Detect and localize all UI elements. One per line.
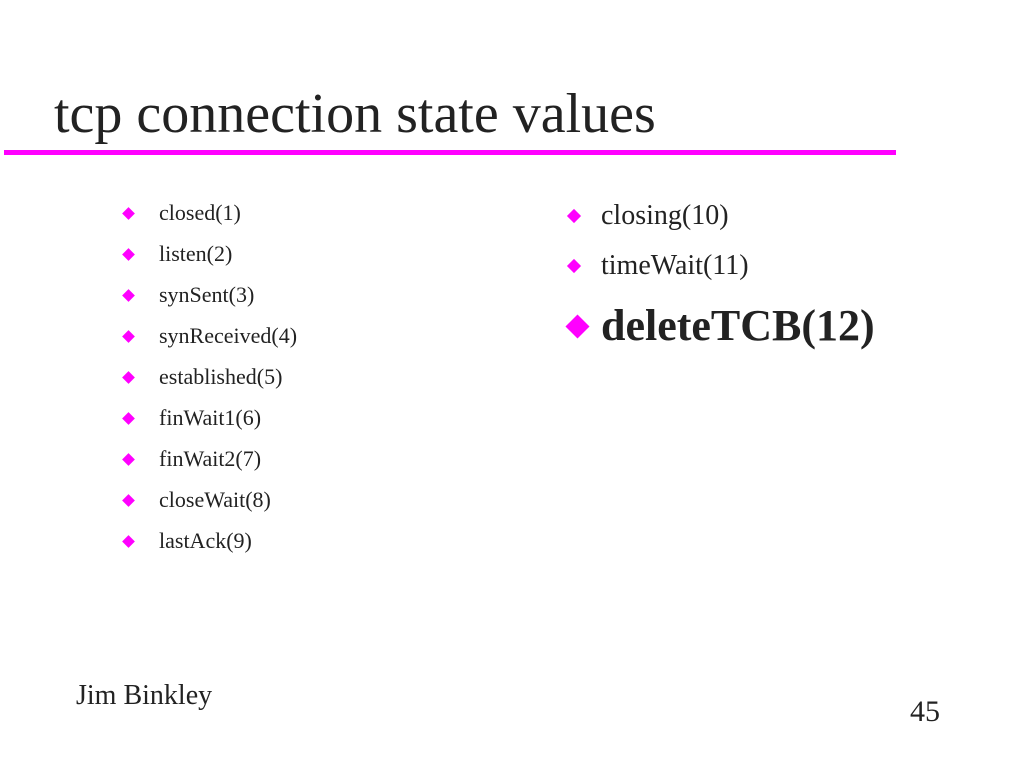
diamond-bullet-icon bbox=[566, 208, 582, 224]
list-item-label: closeWait(8) bbox=[159, 487, 271, 512]
list-item-label: listen(2) bbox=[159, 241, 233, 266]
diamond-bullet-icon bbox=[566, 258, 582, 274]
list-item-label: closing(10) bbox=[601, 200, 729, 231]
title-underline bbox=[4, 150, 896, 155]
footer-author: Jim Binkley bbox=[76, 680, 213, 711]
slide-title: tcp connection state values bbox=[54, 83, 656, 145]
diamond-bullet-icon bbox=[122, 289, 135, 302]
list-item-label: closed(1) bbox=[159, 200, 241, 225]
diamond-bullet-icon bbox=[122, 494, 135, 507]
diamond-bullet-icon bbox=[565, 314, 590, 339]
list-item-label: lastAck(9) bbox=[159, 528, 252, 553]
diamond-bullet-icon bbox=[122, 371, 135, 384]
diamond-bullet-icon bbox=[122, 330, 135, 343]
diamond-bullet-icon bbox=[122, 207, 135, 220]
list-item-label: synSent(3) bbox=[159, 282, 255, 307]
list-item-label: finWait2(7) bbox=[159, 446, 262, 471]
diamond-bullet-icon bbox=[122, 412, 135, 425]
list-item-label: established(5) bbox=[159, 364, 283, 389]
list-item-label: synReceived(4) bbox=[159, 323, 298, 348]
diamond-bullet-icon bbox=[122, 535, 135, 548]
list-item-label: deleteTCB(12) bbox=[601, 301, 875, 350]
slide-number: 45 bbox=[910, 695, 940, 728]
diamond-bullet-icon bbox=[122, 453, 135, 466]
list-item-label: finWait1(6) bbox=[159, 405, 262, 430]
diamond-bullet-icon bbox=[122, 248, 135, 261]
list-item-label: timeWait(11) bbox=[601, 250, 749, 281]
